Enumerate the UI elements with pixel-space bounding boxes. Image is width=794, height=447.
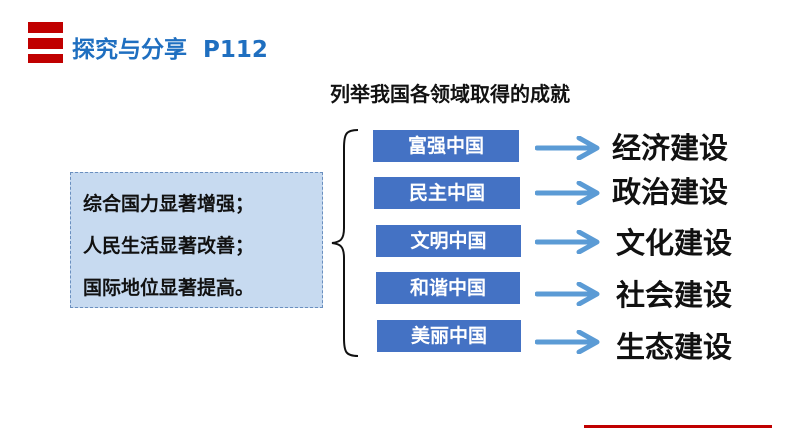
category-box: 文明中国 (376, 225, 521, 257)
subtitle: 列举我国各领域取得的成就 (330, 82, 570, 106)
category-box: 美丽中国 (377, 320, 521, 352)
summary-line: 综合国力显著增强； (83, 193, 255, 215)
result-text: 社会建设 (616, 278, 733, 312)
category-box: 和谐中国 (376, 272, 520, 304)
arrow-right-icon (535, 282, 600, 306)
summary-box: 综合国力显著增强； 人民生活显著改善； 国际地位显著提高。 (70, 172, 323, 308)
category-box: 富强中国 (373, 130, 519, 162)
arrow-right-icon (535, 330, 600, 354)
result-text: 经济建设 (612, 131, 729, 165)
result-text: 政治建设 (612, 175, 729, 209)
page-title: 探究与分享 P112 (72, 37, 268, 63)
arrow-right-icon (535, 181, 600, 205)
summary-line: 国际地位显著提高。 (83, 277, 255, 299)
arrow-right-icon (535, 230, 600, 254)
arrow-right-icon (535, 136, 600, 160)
result-text: 文化建设 (616, 226, 733, 260)
category-box: 民主中国 (374, 177, 520, 209)
brace-icon (331, 129, 359, 357)
result-text: 生态建设 (616, 330, 733, 364)
divider (584, 425, 772, 428)
summary-line: 人民生活显著改善； (83, 235, 255, 257)
